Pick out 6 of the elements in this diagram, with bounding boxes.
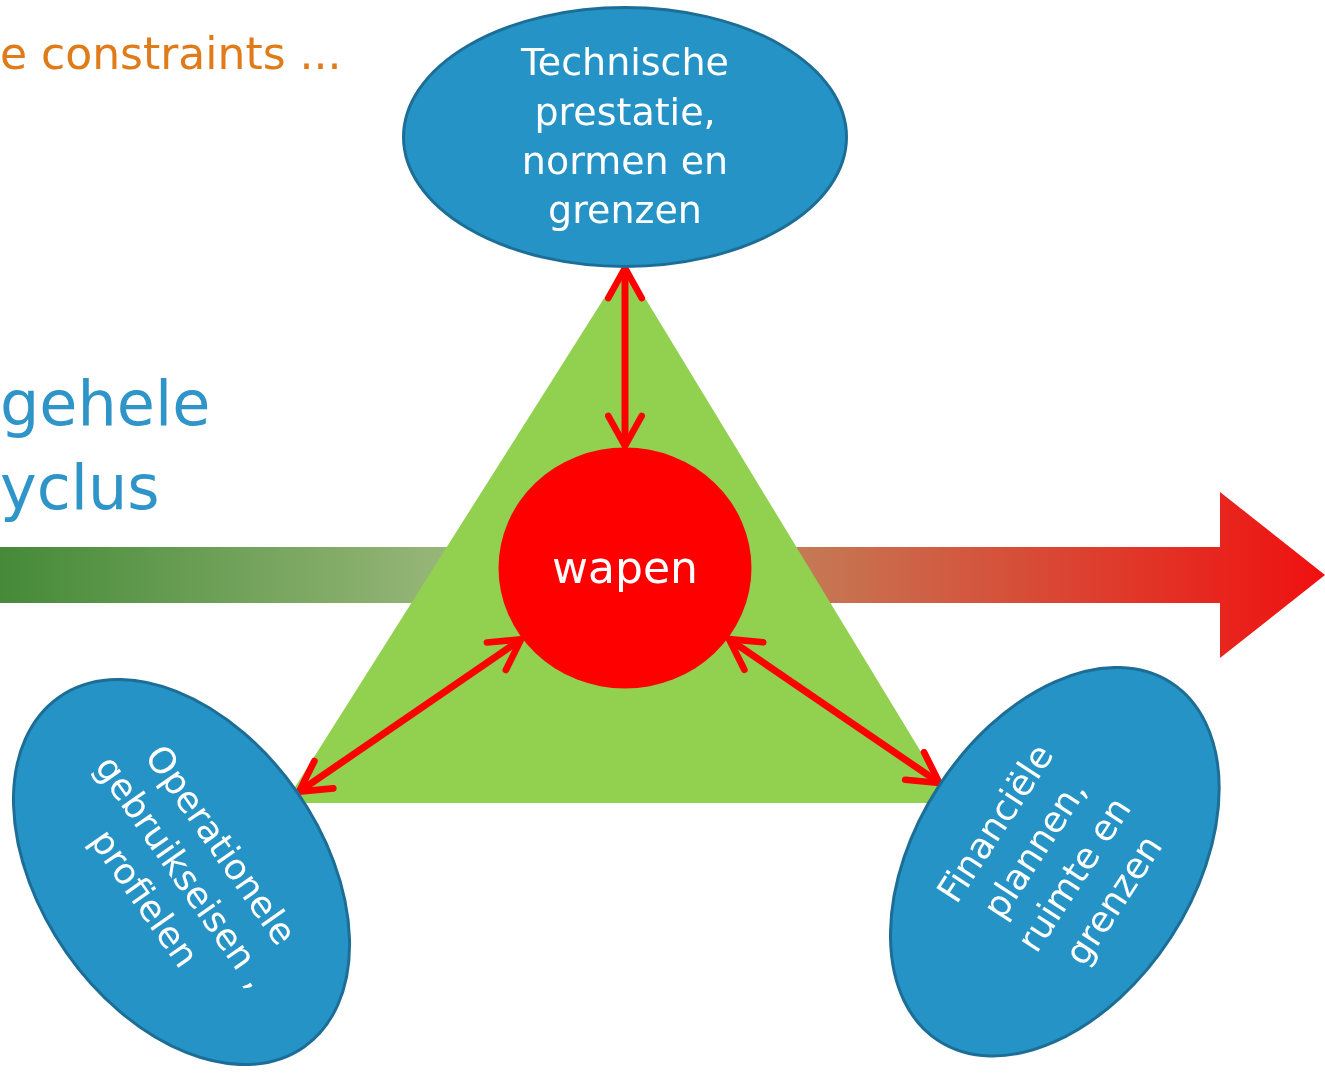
- double-arrow: [725, 635, 943, 787]
- heading-text: e constraints ...: [0, 28, 342, 79]
- ellipse-node: Technische prestatie, normen en grenzen: [402, 6, 848, 268]
- double-arrow: [295, 635, 525, 795]
- circle-node: wapen: [497, 446, 753, 690]
- side-text: gehele yclus: [0, 366, 212, 526]
